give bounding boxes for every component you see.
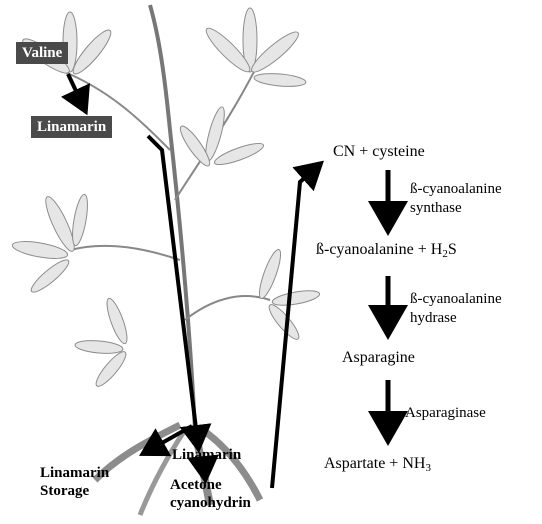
arrow-linamarin-to-acetone [204, 466, 205, 476]
label-linamarin-leaf: Linamarin [31, 116, 112, 138]
label-linamarin-storage: Linamarin Storage [40, 464, 109, 500]
enzyme1-line2: synthase [410, 199, 502, 218]
acetone-line2: cyanohydrin [170, 494, 251, 512]
arrow-linamarin-down-stem [148, 136, 198, 445]
pathway-step4: Aspartate + NH3 [324, 454, 431, 473]
step4-main: Aspartate + NH [324, 455, 425, 472]
enzyme2-line1: ß-cyanoalanine [410, 290, 502, 309]
label-acetone-cyanohydrin: Acetone cyanohydrin [170, 476, 251, 512]
enzyme3-label: Asparaginase [405, 404, 486, 423]
enzyme2-line2: hydrase [410, 309, 502, 328]
label-linamarin-root: Linamarin [172, 446, 241, 464]
label-valine: Valine [16, 42, 68, 64]
acetone-line1: Acetone [170, 476, 251, 494]
step2-main: ß-cyanoalanine + H [316, 241, 442, 258]
enzyme1-line1: ß-cyanoalanine [410, 180, 502, 199]
enzyme2-label: ß-cyanoalanine hydrase [410, 290, 502, 328]
step2-tail: S [448, 241, 457, 258]
enzyme1-label: ß-cyanoalanine synthase [410, 180, 502, 218]
step4-sub: 3 [425, 462, 431, 474]
pathway-step2: ß-cyanoalanine + H2S [316, 240, 457, 259]
pathway-step3: Asparagine [342, 348, 415, 367]
pathway-step1: CN + cysteine [333, 142, 425, 161]
storage-line1: Linamarin [40, 464, 109, 482]
storage-line2: Storage [40, 482, 109, 500]
